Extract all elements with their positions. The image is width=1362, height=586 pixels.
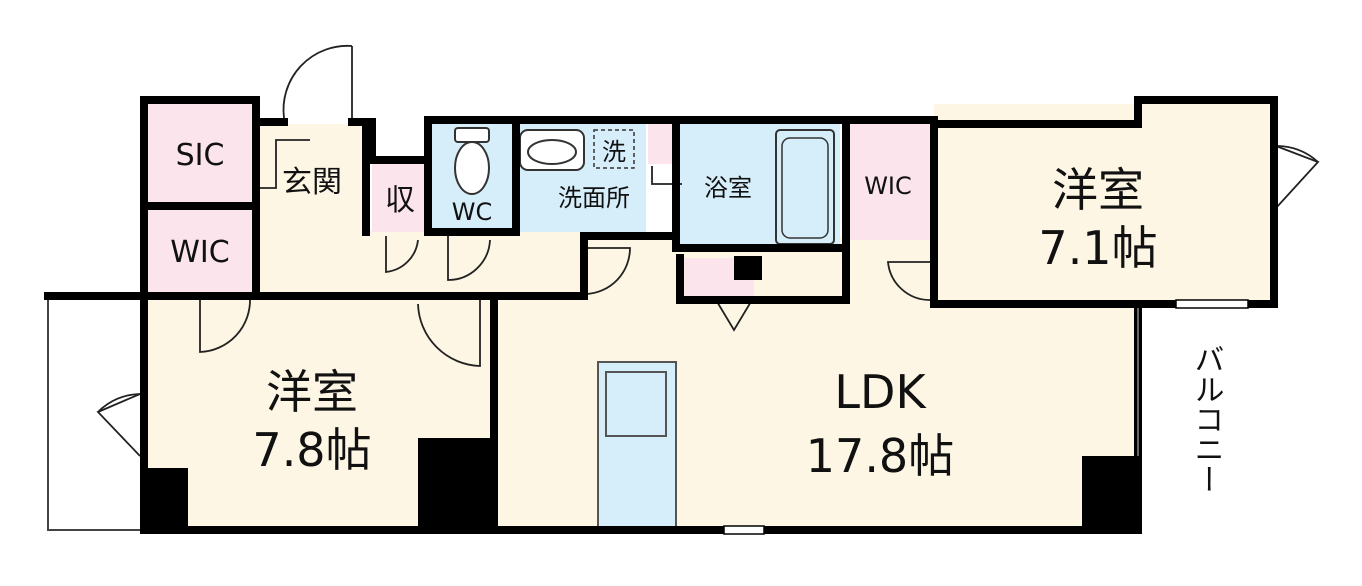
kitchen-sink (605, 371, 667, 437)
label-balcony: バルコニー (1189, 344, 1224, 494)
entrance-floor (254, 124, 366, 232)
label-wic-top-right: WIC (864, 172, 912, 200)
label-room-right-name: 洋室 (1052, 163, 1144, 217)
pillar-small (734, 256, 762, 280)
kitchen-counter (597, 361, 677, 531)
balcony-right (1140, 304, 1274, 530)
balcony-left (47, 295, 145, 531)
door-swing-storage (385, 236, 419, 274)
bathtub (775, 129, 835, 245)
label-bathroom: 浴室 (704, 174, 752, 202)
label-room-left-name: 洋室 (266, 365, 358, 419)
window-bottom (723, 525, 765, 535)
door-swing-right-window-arc (1275, 145, 1319, 163)
label-washroom: 洗面所 (558, 184, 630, 212)
toilet-bowl (454, 141, 490, 195)
door-swing-entrance (258, 139, 310, 189)
door-swing-left-balcony-arc (97, 393, 141, 413)
wic-left-floor (144, 206, 256, 296)
label-room-left-size: 7.8帖 (252, 423, 371, 477)
label-ldk-size: 17.8帖 (806, 429, 954, 483)
label-wash-mark: 洗 (602, 138, 626, 166)
pillar-right-bottom (1082, 456, 1138, 530)
label-sic: SIC (176, 138, 225, 173)
washer-space (593, 129, 635, 169)
western-room-right-floor (934, 104, 1272, 304)
door-swing-right-window (1275, 145, 1320, 209)
door-swing-left-room-2 (417, 298, 481, 367)
walls (44, 96, 1278, 534)
pillar-mid-bottom (418, 438, 494, 530)
small-pink-floor (648, 124, 676, 164)
label-storage: 収 (385, 183, 415, 218)
wic-right-floor (842, 124, 934, 240)
door-swing-ldk (584, 247, 631, 295)
wall-hall-bottom (140, 232, 680, 300)
wall-right-room (930, 120, 1142, 308)
label-room-right-size: 7.1帖 (1038, 221, 1157, 275)
label-wic-left: WIC (170, 235, 229, 270)
sic-floor (144, 104, 256, 204)
front-door-swing (282, 44, 353, 119)
label-genkan: 玄関 (282, 165, 342, 200)
wash-basin-bowl (527, 139, 577, 165)
bathtub-inner (781, 137, 829, 239)
label-ldk-name: LDK (834, 365, 927, 419)
toilet-tank (454, 127, 490, 143)
wall-ldk-box (676, 244, 850, 304)
wall-wash-bath (672, 116, 850, 252)
door-swing-left-room-1 (199, 297, 251, 353)
hallway-floor (254, 230, 584, 296)
storage-floor (372, 164, 428, 232)
door-swing-wc (447, 236, 491, 281)
window-right-room (1175, 299, 1249, 309)
label-wc: WC (452, 198, 493, 226)
door-swing-right-room (887, 261, 931, 301)
pillar-left-bottom (144, 468, 188, 530)
